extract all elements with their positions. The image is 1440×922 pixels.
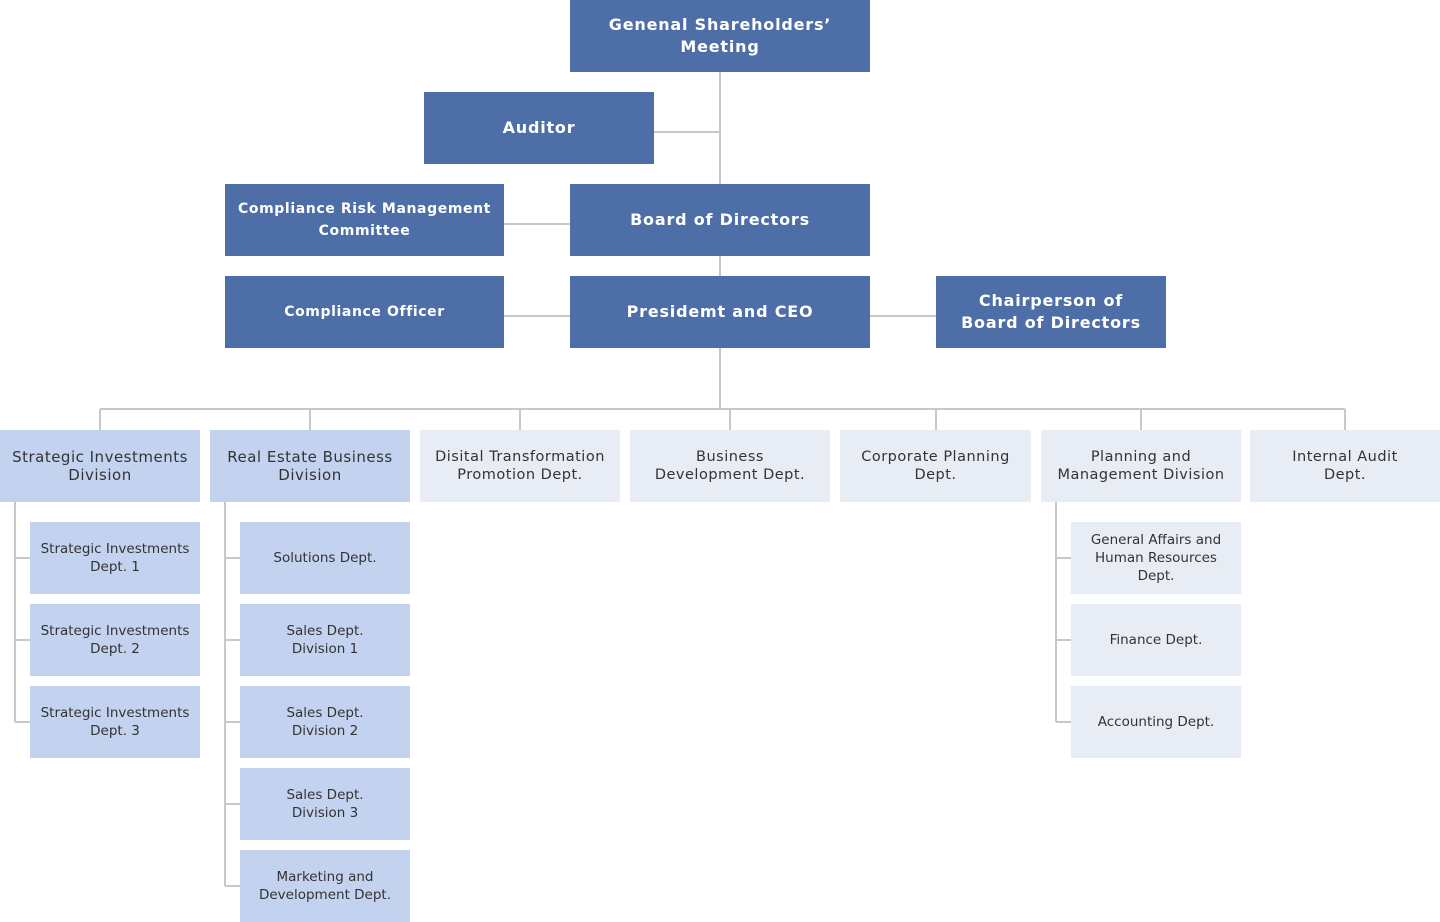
planning-management-dept-label: General Affairs and Human Resources Dept… xyxy=(1090,532,1222,584)
real-estate-dept-label: Sales Dept. Division 1 xyxy=(286,623,364,657)
planning-management-dept-label: Finance Dept. xyxy=(1109,632,1203,648)
real-estate-dept-box: Marketing and Development Dept. xyxy=(240,850,410,922)
digital-transformation-label: Disital Transformation Promotion Dept. xyxy=(435,449,605,483)
real-estate-dept-label: Marketing and Development Dept. xyxy=(258,869,392,903)
strategic-investments-dept-label: Strategic Investments Dept. 1 xyxy=(40,541,190,575)
planning-management-dept-box: Finance Dept. xyxy=(1071,604,1241,676)
compliance-officer-label: Compliance Officer xyxy=(284,304,445,320)
planning-management-division-box: Planning and Management Division xyxy=(1041,430,1241,502)
compliance-committee-label: Compliance Risk Management Committee xyxy=(238,201,491,239)
planning-management-dept-box: General Affairs and Human Resources Dept… xyxy=(1071,522,1241,594)
strategic-investments-division-box: Strategic Investments Division xyxy=(0,430,200,502)
compliance-committee-box: Compliance Risk Management Committee xyxy=(225,184,504,256)
real-estate-division-box: Real Estate Business Division xyxy=(210,430,410,502)
corporate-planning-label: Corporate Planning Dept. xyxy=(861,449,1010,483)
business-development-box: Business Development Dept. xyxy=(630,430,830,502)
real-estate-division-label: Real Estate Business Division xyxy=(227,448,393,484)
real-estate-dept-box: Solutions Dept. xyxy=(240,522,410,594)
real-estate-dept-box: Sales Dept. Division 1 xyxy=(240,604,410,676)
corporate-planning-box: Corporate Planning Dept. xyxy=(840,430,1031,502)
chairperson-label: Chairperson of Board of Directors xyxy=(961,291,1141,332)
president-ceo-box: Presidemt and CEO xyxy=(570,276,870,348)
internal-audit-box: Internal Audit Dept. xyxy=(1250,430,1440,502)
strategic-investments-dept-label: Strategic Investments Dept. 2 xyxy=(40,623,190,657)
auditor-label: Auditor xyxy=(502,118,576,137)
real-estate-dept-box: Sales Dept. Division 2 xyxy=(240,686,410,758)
planning-management-dept-box: Accounting Dept. xyxy=(1071,686,1241,758)
board-of-directors-label: Board of Directors xyxy=(630,210,810,229)
president-ceo-label: Presidemt and CEO xyxy=(626,302,814,321)
strategic-investments-dept-box: Strategic Investments Dept. 1 xyxy=(30,522,200,594)
real-estate-dept-box: Sales Dept. Division 3 xyxy=(240,768,410,840)
real-estate-dept-label: Solutions Dept. xyxy=(273,550,377,566)
strategic-investments-dept-label: Strategic Investments Dept. 3 xyxy=(40,705,190,739)
strategic-investments-dept-box: Strategic Investments Dept. 3 xyxy=(30,686,200,758)
real-estate-dept-label: Sales Dept. Division 3 xyxy=(286,787,364,821)
planning-management-division-label: Planning and Management Division xyxy=(1057,449,1225,483)
shareholders-meeting-box: Genenal Shareholders’ Meeting xyxy=(570,0,870,72)
digital-transformation-box: Disital Transformation Promotion Dept. xyxy=(420,430,620,502)
strategic-investments-division-label: Strategic Investments Division xyxy=(12,448,188,484)
strategic-investments-dept-box: Strategic Investments Dept. 2 xyxy=(30,604,200,676)
planning-management-dept-label: Accounting Dept. xyxy=(1097,714,1215,730)
internal-audit-label: Internal Audit Dept. xyxy=(1292,449,1398,483)
shareholders-meeting-label: Genenal Shareholders’ Meeting xyxy=(608,15,832,56)
compliance-officer-box: Compliance Officer xyxy=(225,276,504,348)
board-of-directors-box: Board of Directors xyxy=(570,184,870,256)
business-development-label: Business Development Dept. xyxy=(654,449,806,483)
chairperson-box: Chairperson of Board of Directors xyxy=(936,276,1166,348)
real-estate-dept-label: Sales Dept. Division 2 xyxy=(286,705,364,739)
auditor-box: Auditor xyxy=(424,92,654,164)
